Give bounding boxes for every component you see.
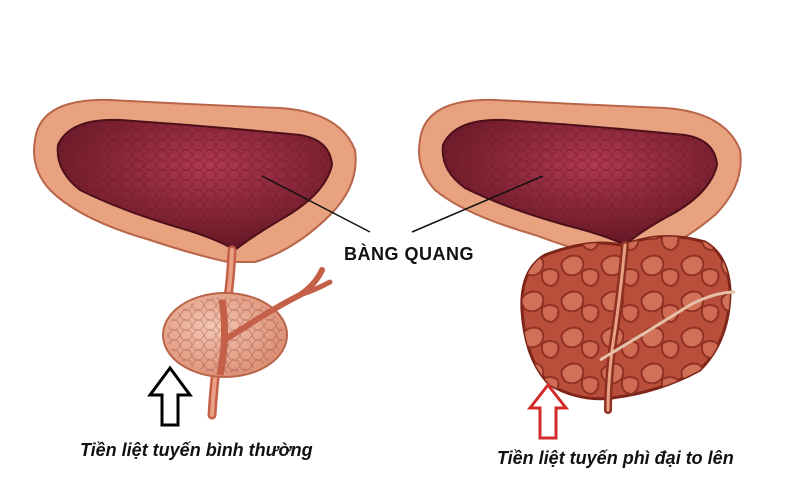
enlarged-prostate — [520, 234, 736, 414]
enlarged-arrow-icon — [526, 382, 570, 440]
pointer-line-right — [411, 175, 544, 233]
enlarged-prostate-caption: Tiền liệt tuyến phì đại to lên — [497, 448, 734, 468]
enlarged-bladder — [418, 98, 742, 259]
normal-prostate — [162, 267, 333, 378]
normal-bladder — [33, 98, 357, 420]
pointer-line-left — [261, 175, 371, 233]
bladder-label: BÀNG QUANG — [344, 244, 474, 264]
normal-prostate-caption: Tiền liệt tuyến bình thường — [80, 440, 313, 460]
normal-arrow-icon — [147, 365, 193, 427]
